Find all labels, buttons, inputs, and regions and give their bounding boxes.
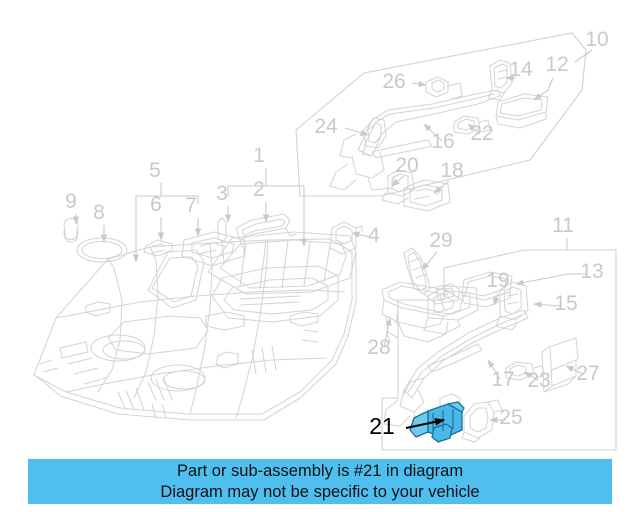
callout-number-20[interactable]: 20 [395,154,418,177]
callout-number-12[interactable]: 12 [545,53,568,76]
callout-number-23[interactable]: 23 [527,369,550,392]
callout-number-13[interactable]: 13 [580,260,603,283]
small-parts-left [63,213,363,267]
callout-number-6[interactable]: 6 [150,193,162,216]
lower-right-detail-box-outline [381,249,617,451]
callout-number-15[interactable]: 15 [554,292,577,315]
upper-right-detail-box-outline [295,32,587,197]
callout-number-11[interactable]: 11 [552,214,574,237]
highlighted-part-21[interactable] [409,401,465,443]
diagram-note-banner: Part or sub-assembly is #21 in diagram D… [28,459,612,504]
callout-number-1[interactable]: 1 [253,144,265,167]
callout-number-24[interactable]: 24 [314,115,338,138]
callout-number-25[interactable]: 25 [499,406,522,429]
callout-number-2[interactable]: 2 [253,178,265,201]
callout-number-17[interactable]: 17 [491,368,514,391]
banner-line-2: Diagram may not be specific to your vehi… [160,482,480,501]
callout-number-28[interactable]: 28 [367,336,390,359]
callout-number-9[interactable]: 9 [65,190,77,213]
lower-right-detail-parts [383,271,579,443]
callout-number-19[interactable]: 19 [486,269,509,292]
leader-lines [72,49,593,430]
callout-number-18[interactable]: 18 [440,159,463,182]
callout-number-21[interactable]: 21 [369,413,395,439]
callout-number-4[interactable]: 4 [368,224,380,247]
callout-number-3[interactable]: 3 [216,182,228,205]
callout-number-22[interactable]: 22 [470,122,493,145]
callout-number-5[interactable]: 5 [149,159,161,182]
loose-parts-28-29 [381,247,463,343]
upper-right-detail-parts [329,59,549,212]
callout-number-27[interactable]: 27 [576,362,599,385]
callout-number-16[interactable]: 16 [431,130,454,153]
banner-line-1: Part or sub-assembly is #21 in diagram [176,461,464,480]
callout-number-14[interactable]: 14 [509,58,533,81]
callout-number-7[interactable]: 7 [185,194,197,217]
callout-number-29[interactable]: 29 [429,229,452,252]
callout-number-10[interactable]: 10 [585,28,608,51]
callout-number-26[interactable]: 26 [382,70,405,93]
callout-number-8[interactable]: 8 [93,201,105,224]
